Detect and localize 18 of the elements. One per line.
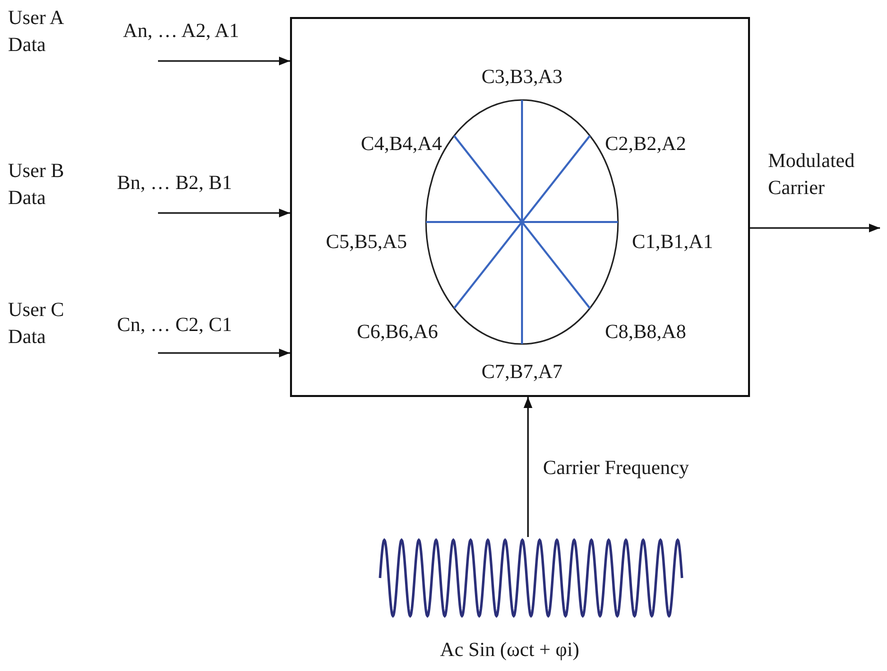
arrow	[158, 348, 290, 358]
arrow	[524, 397, 532, 537]
arrow	[158, 56, 290, 66]
symbol-label: C2,B2,A2	[605, 132, 688, 157]
symbol-label: C5,B5,A5	[324, 230, 407, 255]
user-data-label: User B Data	[8, 159, 66, 211]
symbol-label: C7,B7,A7	[480, 360, 564, 385]
symbol-label: C6,B6,A6	[356, 320, 438, 345]
symbol-label: C4,B4,A4	[360, 132, 442, 157]
modulator-box	[290, 17, 750, 397]
user-data-label: User C Data	[8, 298, 66, 350]
arrow	[158, 208, 290, 218]
formula-caption: Ac Sin (ωct + φi)	[440, 638, 580, 663]
symbol-label: C1,B1,A1	[632, 230, 714, 255]
symbol-label: C8,B8,A8	[605, 320, 688, 345]
user-data-label: User A Data	[8, 6, 64, 58]
symbol-label: C3,B3,A3	[480, 65, 564, 90]
arrow	[750, 224, 880, 232]
